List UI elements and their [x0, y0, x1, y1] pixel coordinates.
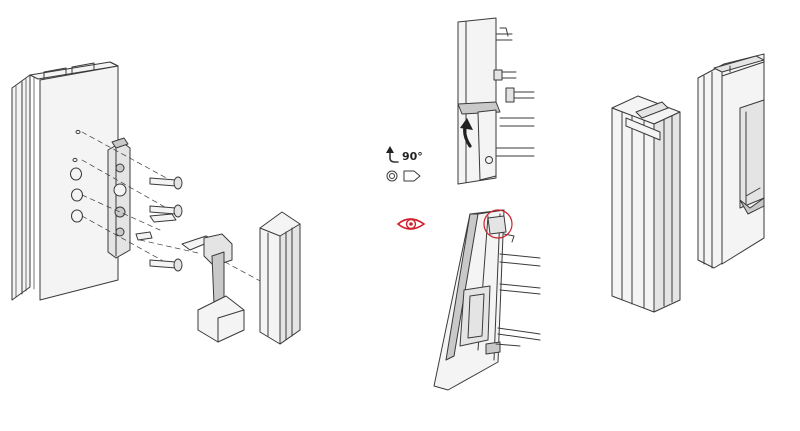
dowel-pin	[149, 213, 177, 223]
rotation-angle-label: 90°	[402, 150, 423, 163]
hinge-bracket	[181, 233, 245, 343]
step-3-profile-left	[611, 95, 681, 313]
small-pin	[135, 231, 153, 241]
step-3-profile-right	[697, 53, 765, 269]
screw-2	[149, 204, 183, 218]
step-2-sash-top	[457, 17, 535, 185]
screw-1	[149, 176, 183, 190]
eye-icon	[396, 218, 426, 230]
screw-head-icon	[386, 170, 398, 182]
assembly-guide-lines	[81, 131, 263, 283]
highlight-circle	[483, 209, 513, 239]
rotation-legend: 90°	[386, 146, 426, 230]
step-1-frame-profile	[11, 61, 119, 301]
sash-profile	[259, 211, 301, 345]
hinge-plate	[107, 137, 131, 259]
step-2-sash-tilted	[433, 209, 541, 391]
screw-tip-icon	[403, 170, 421, 182]
screw-3	[149, 258, 183, 272]
rotate-ccw-arrow-icon	[386, 146, 399, 163]
